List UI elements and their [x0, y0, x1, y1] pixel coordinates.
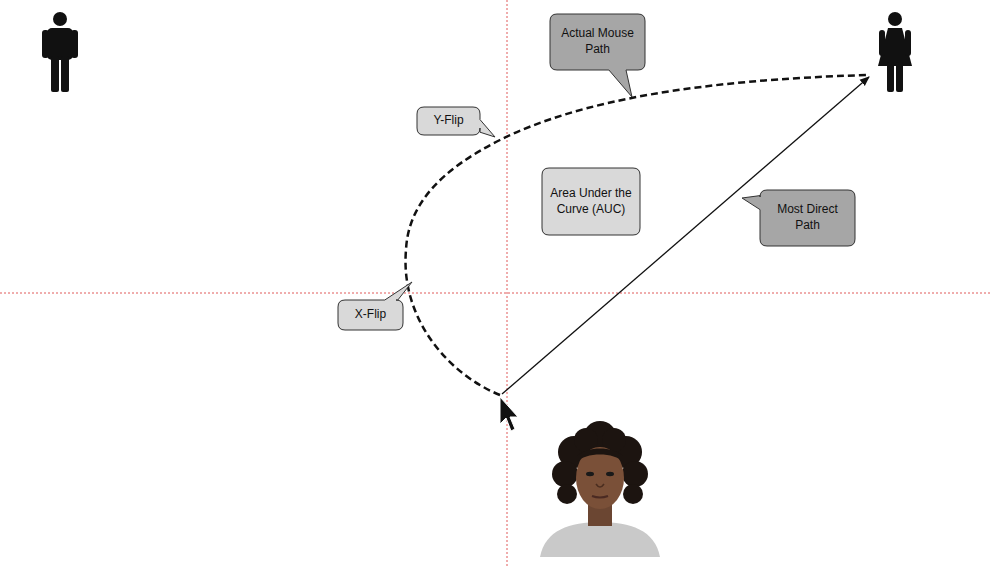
male-icon [42, 12, 78, 92]
callout-box: Most Direct Path [760, 190, 855, 246]
callout-text: Y-Flip [428, 109, 468, 133]
callout-box: X-Flip [338, 300, 403, 330]
direct-path-arrow [502, 77, 869, 394]
callout-outline [742, 190, 855, 246]
callout-outline [542, 168, 640, 235]
callout-text: Area Under the Curve (AUC) [542, 182, 640, 221]
callout-text: X-Flip [350, 303, 391, 327]
callout-outline [550, 14, 645, 97]
face-photo [538, 421, 662, 558]
horizontal-axis [0, 293, 992, 294]
callout-box: Y-Flip [417, 107, 480, 135]
callout-text: Most Direct Path [760, 198, 855, 237]
callout-box: Area Under the Curve (AUC) [542, 168, 640, 235]
mouse-path [406, 75, 868, 395]
callout-outline [338, 282, 412, 330]
callout-text: Actual Mouse Path [550, 22, 645, 61]
female-icon [878, 12, 912, 92]
callout-outline [417, 107, 495, 137]
vertical-axis [507, 0, 508, 567]
callout-box: Actual Mouse Path [550, 14, 645, 70]
cursor-icon [500, 397, 518, 431]
